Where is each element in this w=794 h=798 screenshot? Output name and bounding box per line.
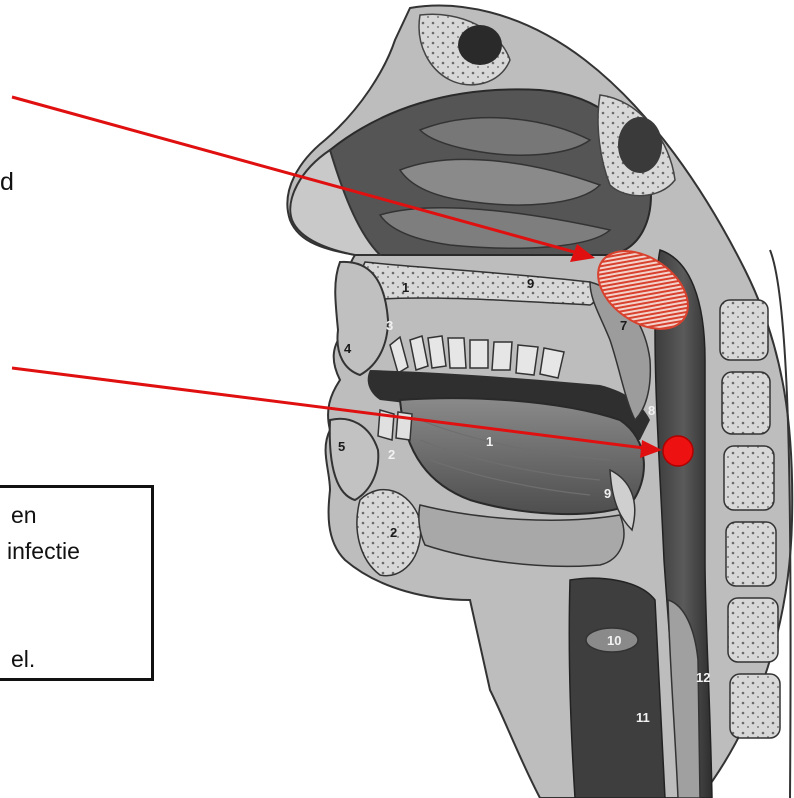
structure-number: 1 — [486, 434, 493, 449]
structure-number: 11 — [636, 710, 650, 725]
structure-number: 2 — [388, 447, 395, 462]
structure-number: 5 — [338, 439, 345, 454]
structure-number: 8 — [648, 403, 655, 418]
structure-number: 7 — [620, 318, 627, 333]
sphenoid-cavity — [618, 117, 662, 173]
structure-number: 10 — [607, 633, 621, 648]
structure-number: 4 — [344, 341, 352, 356]
frontal-sinus-cavity — [458, 25, 502, 65]
structure-number: 12 — [696, 670, 710, 685]
structure-number: 1 — [402, 280, 409, 295]
structure-number: 3 — [386, 318, 393, 333]
structure-number: 2 — [390, 525, 397, 540]
larynx — [569, 578, 665, 798]
structure-number: 9 — [527, 276, 534, 291]
structure-number: 9 — [604, 486, 611, 501]
tonsil-highlight-dot — [663, 436, 693, 466]
